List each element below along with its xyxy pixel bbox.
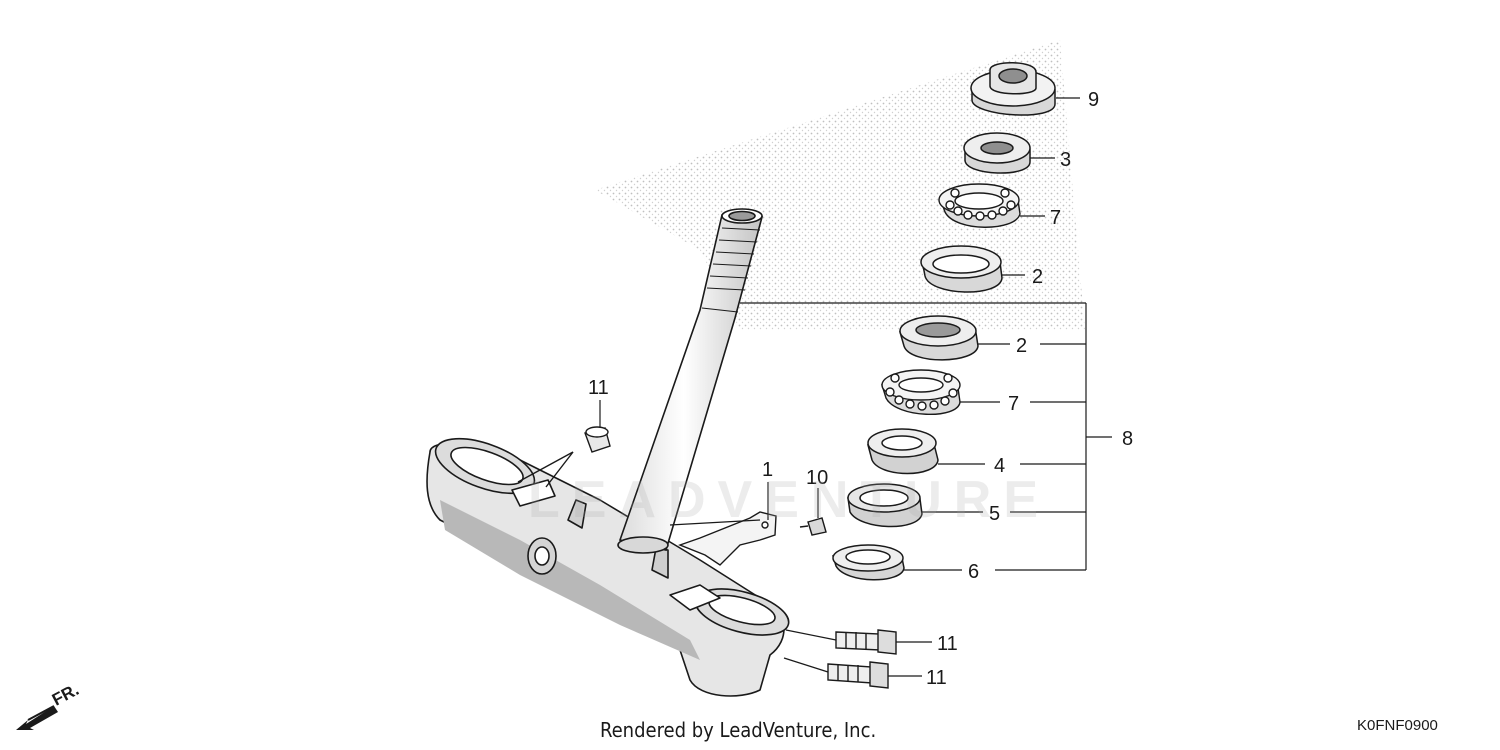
bolt-11-top: [517, 426, 611, 488]
callout-5: 5: [989, 503, 1000, 525]
diagram-code: K0FNF0900: [1357, 717, 1438, 734]
ball-bearing-7-lower: [881, 369, 961, 416]
callout-8: 8: [1122, 428, 1133, 450]
callout-4: 4: [994, 455, 1005, 477]
front-direction-arrow-icon: FR.: [16, 680, 82, 730]
stem-nut-9: [970, 62, 1056, 116]
leader-lines: [599, 97, 1112, 677]
dust-seal-3: [963, 132, 1031, 174]
bearing-race-4: [867, 428, 939, 475]
bearing-race-2-lower: [899, 315, 979, 361]
ball-bearing-7-upper: [938, 183, 1021, 228]
callout-10: 10: [806, 467, 828, 489]
front-direction-label: FR.: [49, 680, 82, 710]
bracket-1: [678, 511, 777, 566]
washer-6: [831, 544, 905, 581]
callout-2: 2: [1016, 335, 1027, 357]
callout-labels: 9 3 7 2 2 7 8 4 5 6 10 1 11 11 11: [588, 89, 1133, 689]
callout-7: 7: [1008, 393, 1019, 415]
callout-9: 9: [1088, 89, 1099, 111]
bolt-11-bottom: [827, 661, 889, 689]
bolt-10: [799, 517, 827, 536]
callout-6: 6: [968, 561, 979, 583]
callout-2: 2: [1032, 266, 1043, 288]
dust-seal-5: [847, 483, 923, 528]
footer-credit: Rendered by LeadVenture, Inc.: [600, 718, 877, 742]
steering-stem: [426, 437, 790, 697]
callout-7: 7: [1050, 207, 1061, 229]
bearing-race-2-upper: [920, 245, 1003, 293]
watermark: LEADVENTURE: [528, 471, 1051, 529]
callout-1: 1: [762, 459, 773, 481]
callout-11: 11: [926, 667, 947, 689]
callout-11: 11: [588, 377, 609, 399]
stem-tube: [617, 208, 764, 554]
bolt-11-middle: [835, 629, 897, 655]
callout-3: 3: [1060, 149, 1071, 171]
callout-11: 11: [937, 633, 958, 655]
